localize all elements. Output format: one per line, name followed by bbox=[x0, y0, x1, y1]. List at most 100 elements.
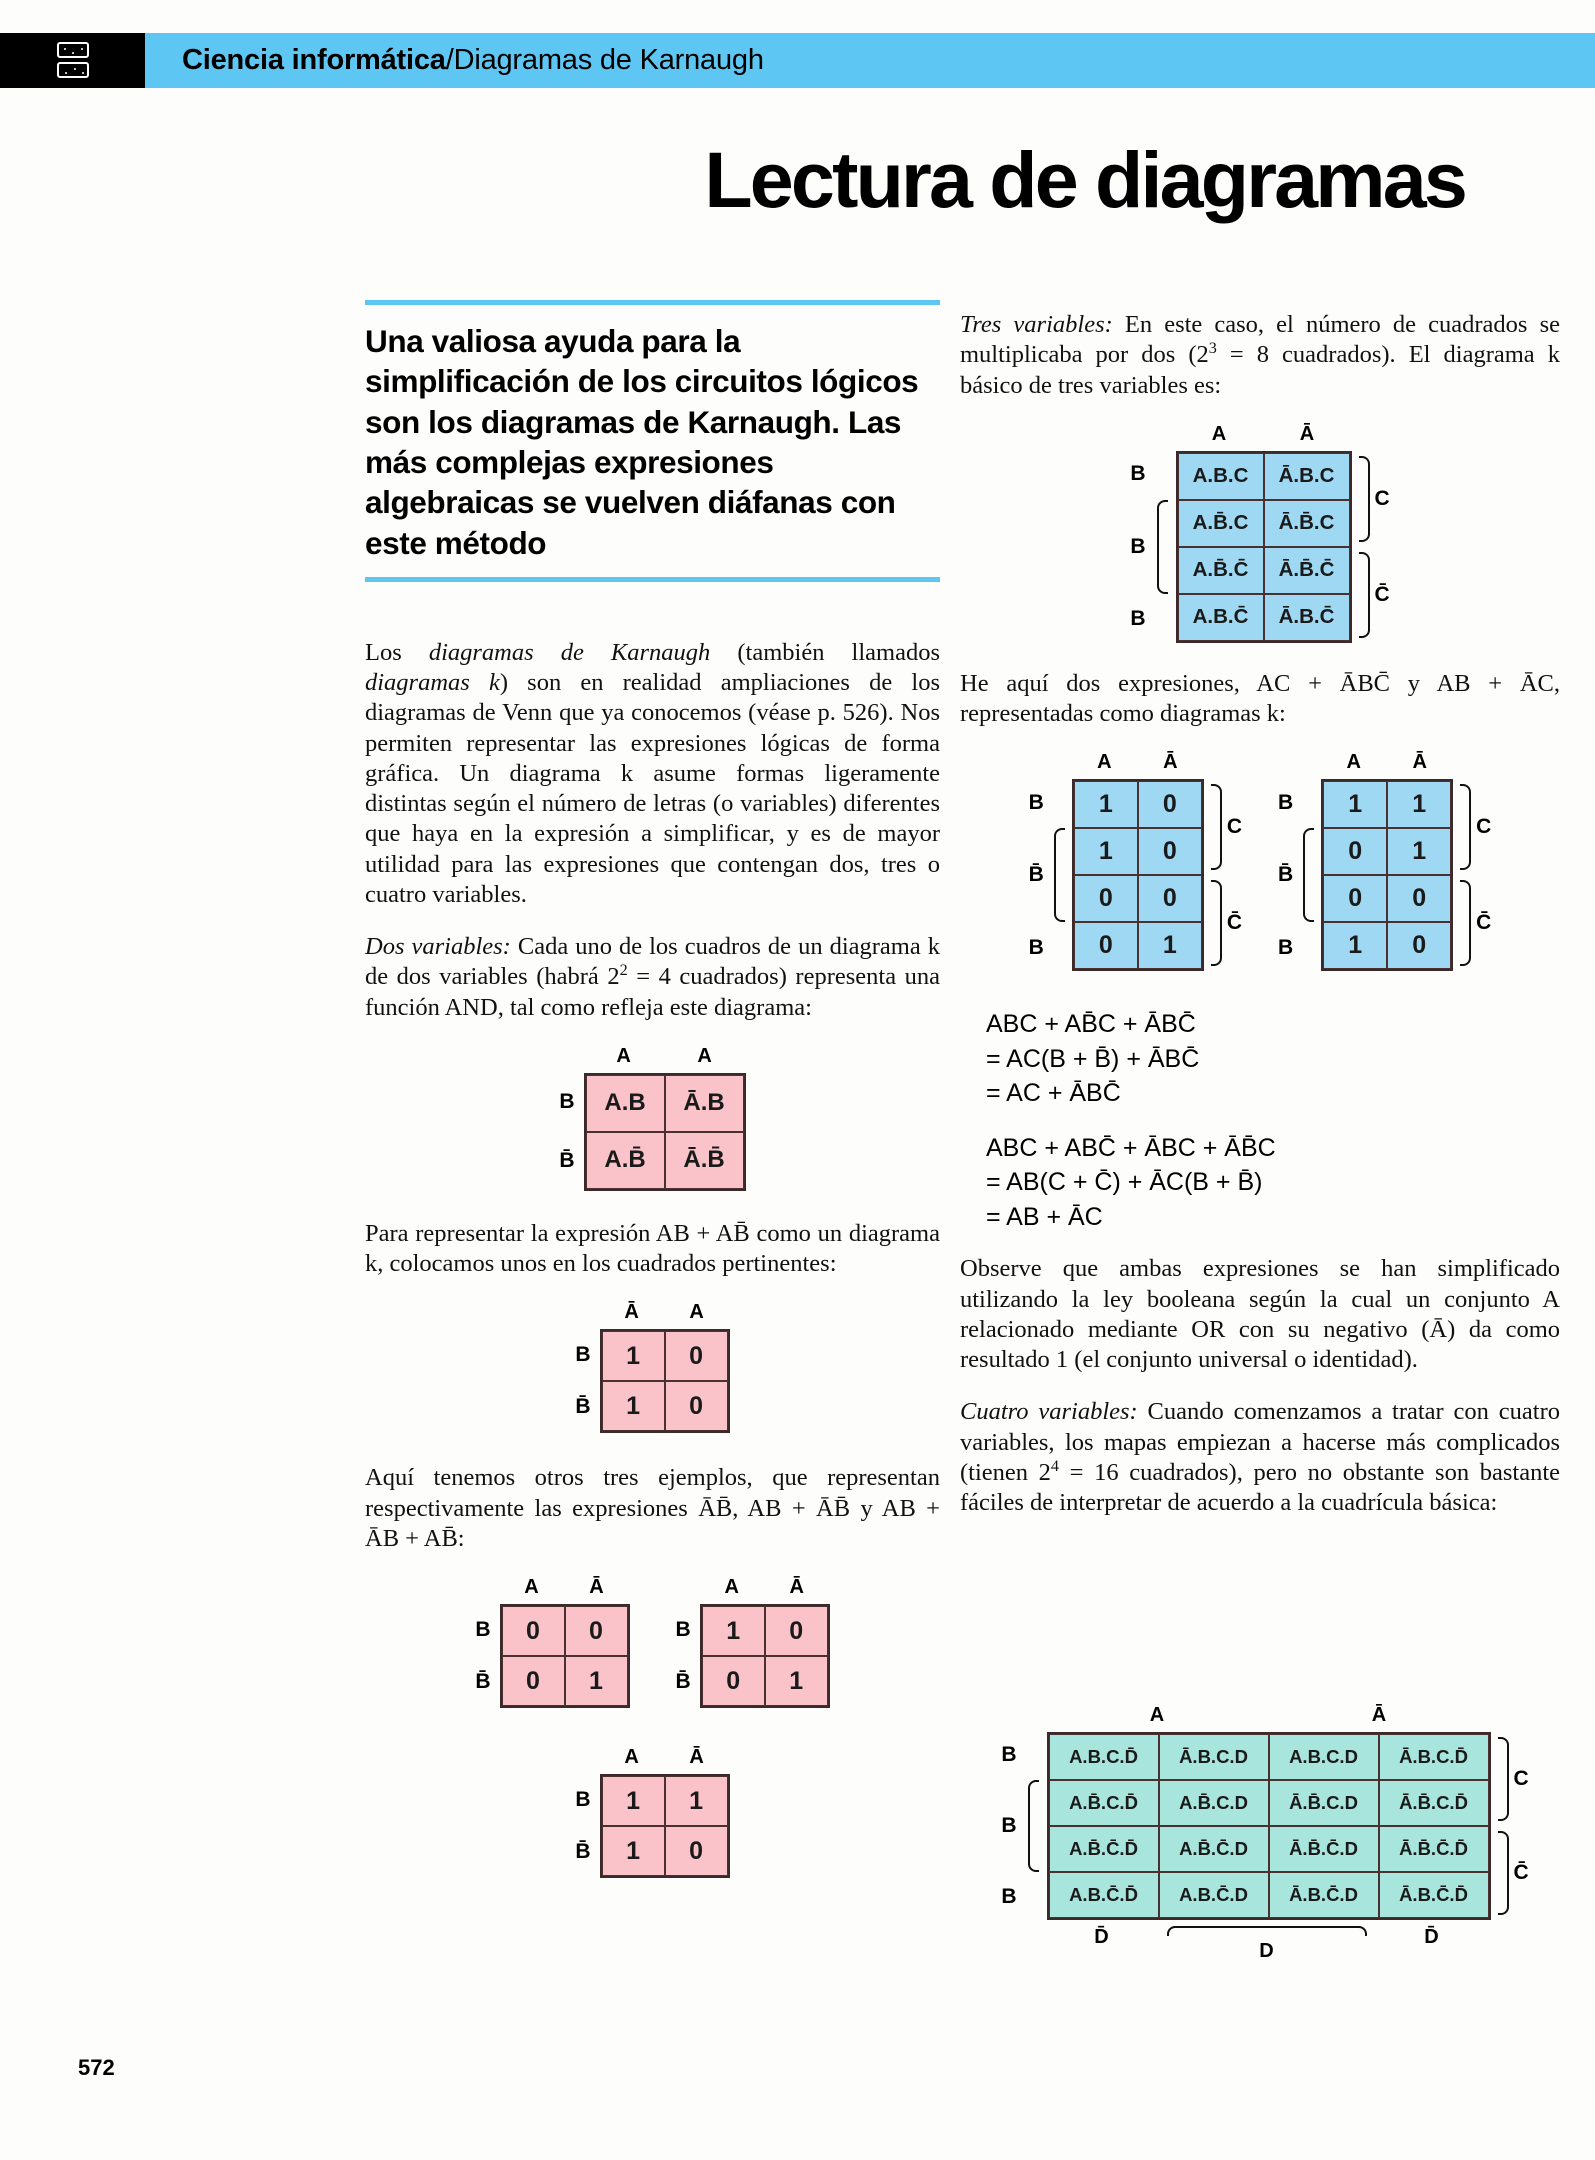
d6-cell-2-0: A.B̄.C̄ bbox=[1177, 546, 1264, 594]
d6-left-labels: B B B bbox=[1130, 451, 1175, 643]
r1-a: En este caso, el número de cuadrados se … bbox=[960, 311, 1560, 369]
paragraph-intro: Los diagramas de Karnaugh (también llama… bbox=[365, 638, 940, 910]
d9-cell-3-0: A.B.C̄.D̄ bbox=[1048, 1872, 1159, 1918]
eq2-line-2: = AB + ĀC bbox=[986, 1202, 1103, 1231]
d9-cell-1-1: A.B̄.C.D bbox=[1158, 1780, 1269, 1826]
d7-rowlabel-2: B bbox=[1028, 935, 1044, 959]
page-number: 572 bbox=[78, 2055, 115, 2080]
d5-row-labels: B B̄ bbox=[575, 1774, 599, 1878]
d8-cell-2-1: 0 bbox=[1387, 875, 1452, 923]
d1-rowlabel-0: B bbox=[559, 1090, 575, 1114]
p1-prefix: Los bbox=[365, 638, 429, 666]
d6-rowlabel-0: B bbox=[1130, 462, 1146, 486]
diagram-2-wrapper: Ā A B B̄ 1 0 1 0 bbox=[365, 1301, 940, 1434]
d6-sidelabel-1: C̄ bbox=[1374, 582, 1390, 606]
paragraph-tres-variables: Tres variables: En este caso, el número … bbox=[960, 310, 1560, 401]
d2-col-headers: Ā A bbox=[600, 1301, 730, 1329]
d8-cell-1-0: 0 bbox=[1323, 828, 1388, 876]
d9-cell-1-2: Ā.B̄.C.D bbox=[1268, 1780, 1379, 1826]
d2-rowlabel-1: B̄ bbox=[575, 1395, 591, 1419]
d4-cell-1-1: 1 bbox=[764, 1656, 828, 1707]
d9-bottomlabel-1: D bbox=[1259, 1940, 1274, 1962]
d8-grid: 1 1 0 1 0 0 1 0 bbox=[1321, 779, 1454, 972]
r4-exponent: 4 bbox=[1050, 1457, 1059, 1475]
diagram-3-wrapper: A Ā B B̄ 1 1 1 0 bbox=[365, 1746, 940, 1879]
d9-cell-3-1: A.B.C̄.D bbox=[1158, 1872, 1269, 1918]
d4-colhead-1: Ā bbox=[789, 1576, 805, 1599]
d9-cell-1-3: Ā.B̄.C.D̄ bbox=[1378, 1780, 1489, 1826]
diagram-pair-wrapper: A Ā B B̄ 0 0 0 1 A Ā B bbox=[365, 1576, 940, 1709]
header-category: Ciencia informática bbox=[182, 44, 446, 76]
d6-grid: A.B.C Ā.B.C A.B̄.C Ā.B̄.C A.B̄.C̄ Ā.B̄.C… bbox=[1175, 450, 1352, 643]
d3-cell-0-1: 0 bbox=[564, 1606, 628, 1657]
d1-cell-0-0: A.B bbox=[585, 1074, 665, 1132]
d8-left-labels: B B̄ B bbox=[1278, 779, 1321, 971]
lead-cuatro-variables: Cuatro variables: bbox=[960, 1398, 1138, 1426]
d3-cell-1-1: 1 bbox=[564, 1656, 628, 1707]
d8-rowlabel-0: B bbox=[1278, 790, 1294, 814]
d9-cell-2-2: Ā.B̄.C̄.D bbox=[1268, 1826, 1379, 1872]
d9-bottomlabel-0: D̄ bbox=[1094, 1926, 1109, 1948]
d5-cell-1-1: 0 bbox=[664, 1826, 728, 1877]
rule-bottom bbox=[365, 576, 940, 582]
d1-colhead-0: A bbox=[616, 1044, 632, 1067]
d2-colhead-0: Ā bbox=[624, 1301, 640, 1324]
left-column: Una valiosa ayuda para la simplificación… bbox=[365, 300, 940, 1888]
p1-mid: (también llamados bbox=[710, 638, 940, 666]
diagrama-k-ejemplo-2: A Ā B B̄ 1 0 0 1 bbox=[675, 1576, 830, 1709]
d3-rowlabel-1: B̄ bbox=[475, 1670, 491, 1694]
page-header: Ciencia informática/Diagramas de Karnaug… bbox=[0, 33, 1595, 88]
d1-row-labels: B B̄ bbox=[559, 1073, 583, 1191]
d3-colhead-1: Ā bbox=[589, 1576, 605, 1599]
chip-icon bbox=[51, 41, 95, 81]
paragraph-cuatro-variables: Cuatro variables: Cuando comenzamos a tr… bbox=[960, 1397, 1560, 1518]
d6-colhead-0: A bbox=[1211, 422, 1228, 445]
lead-dos-variables: Dos variables: bbox=[365, 933, 511, 961]
paragraph-observe: Observe que ambas expresiones se han sim… bbox=[960, 1255, 1560, 1373]
diagrama-k-tres-variables-basico: A Ā B B B A.B.C Ā.B.C A.B̄.C Ā.B̄.C A. bbox=[1130, 422, 1390, 643]
d6-cell-1-1: Ā.B̄.C bbox=[1263, 499, 1350, 547]
d9-cell-3-2: Ā.B.C̄.D bbox=[1268, 1872, 1379, 1918]
header-title-bar: Ciencia informática/Diagramas de Karnaug… bbox=[145, 33, 1595, 88]
d5-cell-1-0: 1 bbox=[601, 1826, 665, 1877]
d6-colhead-1: Ā bbox=[1299, 422, 1316, 445]
d3-rowlabel-0: B bbox=[475, 1618, 491, 1642]
d7-left-brace bbox=[1053, 828, 1065, 923]
d1-grid: A.B Ā.B A.B̄ Ā.B̄ bbox=[583, 1072, 746, 1191]
header-separator: / bbox=[445, 44, 454, 76]
page-title: Lectura de diagramas bbox=[704, 135, 1467, 224]
d9-grid: A.B.C.D̄ Ā.B.C.D A.B.C.D Ā.B.C.D̄ A.B̄.C… bbox=[1046, 1732, 1491, 1920]
d2-cell-1-1: 0 bbox=[664, 1381, 728, 1432]
d8-col-headers: A Ā bbox=[1321, 751, 1453, 779]
d3-colhead-0: A bbox=[524, 1576, 540, 1599]
d6-cell-0-1: Ā.B.C bbox=[1263, 452, 1350, 500]
d8-colhead-1: Ā bbox=[1412, 751, 1428, 774]
d6-sidelabel-0: C bbox=[1374, 486, 1390, 510]
r1-b: = 8 cuadrados). El diagrama k básico de … bbox=[960, 341, 1560, 399]
paragraph-tres-ejemplos: Aquí tenemos otros tres ejemplos, que re… bbox=[365, 1464, 940, 1552]
d4-col-headers: A Ā bbox=[700, 1576, 830, 1604]
d2-row-labels: B B̄ bbox=[575, 1329, 599, 1433]
d5-rowlabel-0: B bbox=[575, 1788, 591, 1812]
paragraph-dos-variables: Dos variables: Cada uno de los cuadros d… bbox=[365, 932, 940, 1023]
eq2-line-1: = AB(C + C̄) + ĀC(B + B̄) bbox=[986, 1168, 1263, 1197]
d6-rowlabel-2: B bbox=[1130, 607, 1146, 631]
p2-b: = 4 cuadrados) representa una función AN… bbox=[365, 963, 941, 1021]
d6-cell-0-0: A.B.C bbox=[1177, 452, 1264, 500]
d8-sidelabel-1: C̄ bbox=[1476, 911, 1492, 935]
eq1-line-1: = AC(B + B̄) + ĀBC̄ bbox=[986, 1044, 1200, 1073]
d4-rowlabel-1: B̄ bbox=[675, 1670, 691, 1694]
eq1-line-2: = AC + ĀBC̄ bbox=[986, 1079, 1121, 1108]
d2-colhead-1: A bbox=[689, 1301, 705, 1324]
d5-colhead-1: Ā bbox=[689, 1746, 705, 1769]
diagrama-k-tres-variables-AC: A Ā B B̄ B 1 0 1 0 0 0 bbox=[1028, 751, 1242, 972]
d8-cell-2-0: 0 bbox=[1323, 875, 1388, 923]
d9-col-headers: A Ā bbox=[1047, 1704, 1491, 1732]
lead-tres-variables: Tres variables: bbox=[960, 311, 1113, 338]
rule-top bbox=[365, 300, 940, 305]
d4-cell-0-1: 0 bbox=[764, 1606, 828, 1657]
diagrama-k-cuatro-variables: A Ā B B B A.B.C.D̄ Ā.B.C.D A.B.C.D Ā.B.C… bbox=[1001, 1704, 1528, 1963]
d3-col-headers: A Ā bbox=[500, 1576, 630, 1604]
d7-cell-0-0: 1 bbox=[1073, 781, 1138, 829]
d1-colhead-1: A bbox=[697, 1044, 713, 1067]
